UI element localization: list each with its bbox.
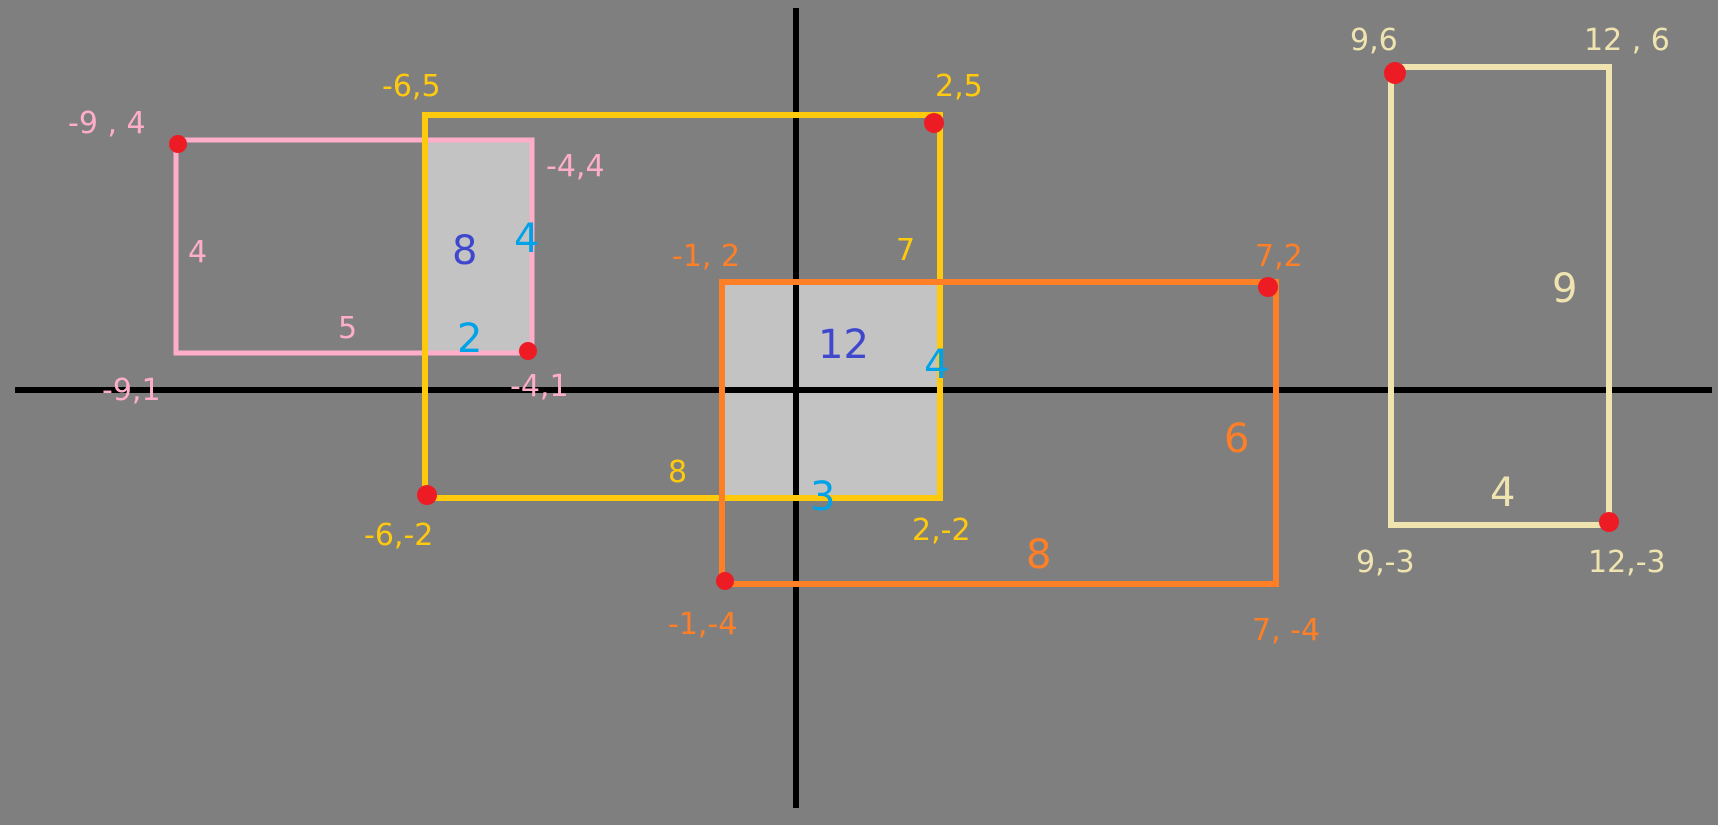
rectangle-cream xyxy=(1388,64,1612,528)
orange-corner-top-left: -1, 2 xyxy=(672,239,740,274)
pink-corner-bottom-left: -9,1 xyxy=(102,373,161,408)
overlap-pink-yellow xyxy=(425,140,532,353)
overlap-pink-yellow-area: 8 xyxy=(452,228,477,274)
cream-side-bottom: 4 xyxy=(1490,470,1515,516)
corner-dot xyxy=(1384,62,1406,84)
corner-dot xyxy=(519,342,537,360)
orange-side-right: 6 xyxy=(1224,416,1249,462)
rectangle-yellow xyxy=(422,112,943,501)
cream-side-right: 9 xyxy=(1552,266,1577,312)
cream-corner-top-right: 12 , 6 xyxy=(1584,23,1670,58)
overlap-yellow-orange-height: 4 xyxy=(924,342,949,388)
corner-dot xyxy=(924,113,944,133)
corner-dot xyxy=(1599,512,1619,532)
corner-dot xyxy=(1258,277,1278,297)
corner-dot xyxy=(417,485,437,505)
orange-corner-top-right: 7,2 xyxy=(1255,239,1303,274)
pink-corner-bottom-right: -4,1 xyxy=(510,369,569,404)
cream-corner-bottom-right: 12,-3 xyxy=(1588,545,1666,580)
overlap-yellow-orange-width: 3 xyxy=(810,474,835,520)
overlap-pink-yellow-width: 2 xyxy=(457,316,482,362)
pink-side-bottom: 5 xyxy=(338,311,357,346)
yellow-corner-top-right: 2,5 xyxy=(935,69,983,104)
overlap-pink-yellow-height: 4 xyxy=(514,216,539,262)
yellow-side-right: 7 xyxy=(896,233,915,268)
corner-dot xyxy=(716,572,734,590)
yellow-corner-bottom-left: -6,-2 xyxy=(364,518,433,553)
corner-dot xyxy=(169,135,187,153)
cream-corner-bottom-left: 9,-3 xyxy=(1356,545,1415,580)
orange-side-bottom: 8 xyxy=(1026,532,1051,578)
cream-corner-top-left: 9,6 xyxy=(1350,23,1398,58)
overlap-yellow-orange-area: 12 xyxy=(818,322,869,368)
yellow-corner-top-left: -6,5 xyxy=(382,69,441,104)
yellow-side-bottom: 8 xyxy=(668,455,687,490)
yellow-corner-bottom-right: 2,-2 xyxy=(912,513,971,548)
pink-corner-top-right: -4,4 xyxy=(546,149,605,184)
pink-side-left: 4 xyxy=(188,235,207,270)
rectangle-pink xyxy=(173,137,535,356)
pink-corner-top-left: -9 , 4 xyxy=(68,106,146,141)
rectangle-orange xyxy=(719,279,1279,587)
orange-corner-bottom-right: 7, -4 xyxy=(1252,613,1320,648)
orange-corner-bottom-left: -1,-4 xyxy=(668,607,737,642)
